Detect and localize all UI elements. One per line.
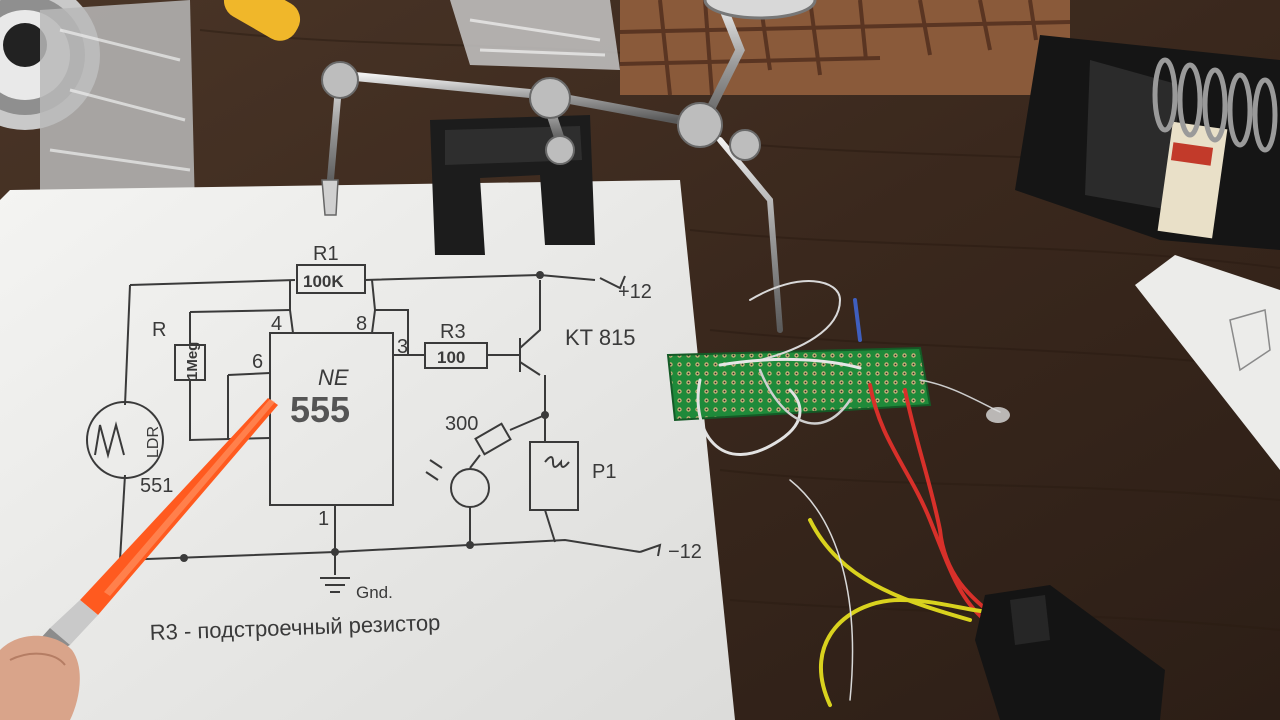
r3-label: R3: [440, 321, 466, 343]
schematic-junctions: [180, 271, 549, 562]
pin-4-label: 4: [271, 313, 282, 335]
r-label: R: [152, 319, 166, 341]
second-paper-sheet: [1135, 255, 1280, 470]
soldering-iron-stand: [1015, 35, 1280, 250]
plus-supply-label: +12: [618, 281, 652, 303]
pin-6-label: 6: [252, 351, 263, 373]
led-resistor-label: 300: [445, 413, 478, 435]
r1-label: R1: [313, 243, 339, 265]
hand: [0, 635, 80, 720]
schematic-paper: [0, 180, 735, 720]
board-wiring: [696, 280, 1007, 707]
r3-value: 100: [437, 348, 465, 367]
bamboo-mat: [619, 0, 1071, 96]
r1-value: 100K: [303, 272, 344, 291]
chip-name-line1: NE: [318, 365, 349, 390]
pin-8-label: 8: [356, 313, 367, 335]
schematic-drawing: [86, 264, 662, 593]
aluminum-foil: [40, 0, 620, 210]
relay-label: P1: [592, 461, 616, 483]
ldr-label: LDR: [145, 426, 162, 458]
minus-supply-label: −12: [668, 541, 702, 563]
pin-1-label: 1: [318, 508, 329, 530]
pin-3-label: 3: [397, 336, 408, 358]
ldr-part-label: 551: [140, 475, 173, 497]
magnifier-rim: [703, 0, 817, 20]
relay-connector: [975, 585, 1165, 720]
perfboard: [666, 346, 932, 422]
chip-name-line2: 555: [290, 389, 350, 430]
r-value: 1Meg: [184, 342, 201, 380]
helping-hands-joints: [321, 61, 761, 165]
screwdriver-handle: [223, 0, 301, 41]
ground-label: Gnd.: [356, 583, 393, 602]
transistor-label: KT 815: [565, 325, 636, 350]
alligator-clip-left: [321, 179, 339, 216]
led-component: [986, 407, 1010, 423]
